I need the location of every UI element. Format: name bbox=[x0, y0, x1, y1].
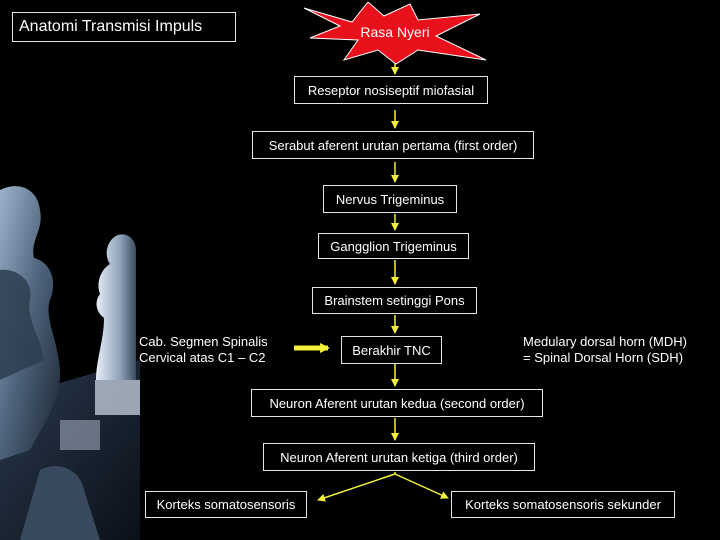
side-note-right: Medulary dorsal horn (MDH) = Spinal Dors… bbox=[523, 334, 687, 366]
arrow-branch-right bbox=[394, 473, 449, 499]
board-square-light bbox=[95, 380, 140, 415]
chess-piece-silhouette bbox=[20, 466, 100, 540]
node-trigeminus: Nervus Trigeminus bbox=[323, 185, 457, 213]
node-second-order: Neuron Aferent urutan kedua (second orde… bbox=[251, 389, 543, 417]
node-brainstem-label: Brainstem setinggi Pons bbox=[324, 293, 465, 308]
node-korteks-primer-label: Korteks somatosensoris bbox=[156, 497, 296, 512]
node-third-order: Neuron Aferent urutan ketiga (third orde… bbox=[263, 443, 535, 471]
node-serabut: Serabut aferent urutan pertama (first or… bbox=[252, 131, 534, 159]
node-korteks-primer: Korteks somatosensoris bbox=[145, 491, 307, 518]
starburst-shape bbox=[303, 2, 487, 65]
node-korteks-sekunder-label: Korteks somatosensoris sekunder bbox=[465, 497, 661, 512]
node-tnc-label: Berakhir TNC bbox=[352, 342, 431, 358]
node-second-order-label: Neuron Aferent urutan kedua (second orde… bbox=[269, 395, 525, 411]
side-note-left-line2: Cervical atas C1 – C2 bbox=[139, 350, 266, 365]
slide-title: Anatomi Transmisi Impuls bbox=[12, 12, 236, 42]
node-serabut-label: Serabut aferent urutan pertama (first or… bbox=[268, 137, 518, 153]
start-node-label: Rasa Nyeri bbox=[360, 24, 430, 40]
board-square-light bbox=[60, 420, 100, 450]
node-ganglion: Gangglion Trigeminus bbox=[318, 233, 469, 259]
side-note-left-line1: Cab. Segmen Spinalis bbox=[139, 334, 268, 349]
node-third-order-label: Neuron Aferent urutan ketiga (third orde… bbox=[280, 449, 518, 465]
chess-piece-silhouette bbox=[0, 269, 44, 380]
chess-pawn-silhouette bbox=[96, 234, 136, 380]
node-brainstem: Brainstem setinggi Pons bbox=[312, 287, 477, 314]
side-note-right-line1: Medulary dorsal horn (MDH) bbox=[523, 334, 687, 349]
node-reseptor: Reseptor nosiseptif miofasial bbox=[294, 76, 488, 104]
slide-title-text: Anatomi Transmisi Impuls bbox=[19, 18, 203, 35]
side-note-left: Cab. Segmen Spinalis Cervical atas C1 – … bbox=[139, 334, 268, 366]
node-korteks-sekunder: Korteks somatosensoris sekunder bbox=[451, 491, 675, 518]
node-trigeminus-label: Nervus Trigeminus bbox=[335, 191, 445, 207]
starburst-fill bbox=[303, 2, 487, 65]
side-note-right-line2: = Spinal Dorsal Horn (SDH) bbox=[523, 350, 684, 365]
node-ganglion-label: Gangglion Trigeminus bbox=[330, 238, 457, 254]
arrow-branch-left bbox=[317, 473, 396, 502]
node-reseptor-label: Reseptor nosiseptif miofasial bbox=[307, 82, 475, 98]
node-tnc: Berakhir TNC bbox=[341, 336, 442, 364]
